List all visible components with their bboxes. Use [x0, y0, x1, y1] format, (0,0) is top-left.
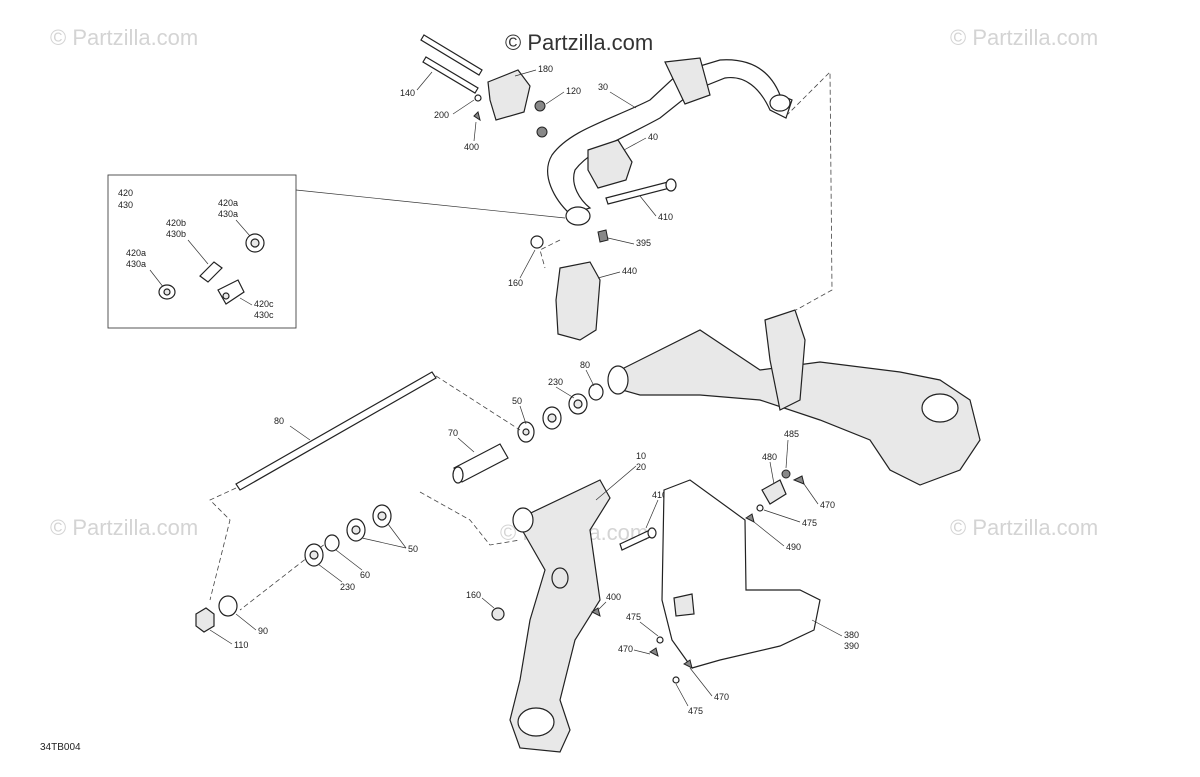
callout-440: 440 — [622, 266, 637, 276]
nut-160-lower-icon — [491, 607, 505, 621]
bearing-stack-lower-icon — [304, 504, 392, 567]
nut-160-icon — [530, 235, 544, 249]
assembly-line-lower — [419, 491, 521, 546]
callout-430a-2: 430a — [126, 259, 146, 269]
stabilizer-bar-30-icon — [547, 57, 793, 226]
callout-430a: 430a — [218, 209, 238, 219]
callout-40: 40 — [648, 132, 658, 142]
nut-110-icon — [195, 607, 215, 633]
callout-485: 485 — [784, 429, 799, 439]
assembly-line-shaft-upper — [435, 375, 521, 431]
callout-30: 30 — [598, 82, 608, 92]
callout-420c: 420c — [254, 299, 274, 309]
callout-230-lower: 230 — [340, 582, 355, 592]
bolt-410-icon — [605, 178, 677, 205]
screw-470-lower-icon — [649, 647, 693, 669]
callout-110: 110 — [234, 640, 248, 650]
callout-420b: 420b — [166, 218, 186, 228]
detail-inset-box: 420 430 420a 430a 420b 430b 420a 430a 42… — [107, 174, 566, 329]
assembly-line-shaft-left — [209, 487, 237, 601]
stud-490-icon — [745, 513, 755, 523]
callout-200: 200 — [434, 110, 449, 120]
screw-470-icon — [792, 475, 805, 485]
callout-410-lower: 410 — [652, 490, 667, 500]
callout-430c: 430c — [254, 310, 274, 320]
callout-50-upper: 50 — [512, 396, 522, 406]
upper-suspension-arm-icon — [607, 309, 981, 486]
nut-485-icon — [781, 469, 791, 479]
callout-475-top: 475 — [802, 518, 817, 528]
assembly-line-bar-to-link — [785, 71, 833, 311]
sleeve-420b-430b-icon — [199, 261, 223, 283]
nut-120-icon — [534, 100, 548, 138]
callout-80-upper: 80 — [580, 360, 590, 370]
watermark-mid-left: © Partzilla.com — [50, 515, 198, 540]
callout-60: 60 — [360, 570, 370, 580]
bearing-stack-upper-icon — [517, 383, 604, 443]
bolt-410-lower-icon — [619, 527, 657, 551]
callout-80-shaft: 80 — [274, 416, 284, 426]
watermark-top-right: © Partzilla.com — [950, 25, 1098, 50]
callout-120: 120 — [566, 86, 581, 96]
watermark-mid-right: © Partzilla.com — [950, 515, 1098, 540]
callout-470-top: 470 — [820, 500, 835, 510]
callout-380: 380 — [844, 630, 859, 640]
clamp-180-icon — [487, 69, 531, 121]
callout-395: 395 — [636, 238, 651, 248]
washer-475-lower-icon — [656, 636, 680, 684]
link-440-icon — [555, 261, 601, 341]
diagram-code: 34TB004 — [40, 742, 81, 753]
spacer-tube-70-icon — [452, 443, 509, 484]
shaft-80-icon — [235, 371, 437, 491]
callout-90: 90 — [258, 626, 268, 636]
callout-20: 20 — [636, 462, 646, 472]
callout-420a: 420a — [218, 198, 238, 208]
bushing-40-icon — [587, 139, 633, 189]
skid-plate-380-390-icon — [661, 479, 821, 669]
washer-475-icon — [756, 504, 764, 512]
callout-160-top: 160 — [508, 278, 523, 288]
callout-490: 490 — [786, 542, 801, 552]
callout-70: 70 — [448, 428, 458, 438]
watermark-top-left: © Partzilla.com — [50, 25, 198, 50]
callout-10: 10 — [636, 451, 646, 461]
callout-410-top: 410 — [658, 212, 673, 222]
callout-400-top: 400 — [464, 142, 479, 152]
lower-swing-arm-icon — [509, 479, 611, 753]
washer-200-icon — [473, 94, 482, 122]
callout-230-upper: 230 — [548, 377, 563, 387]
bracket-420c-430c-icon — [217, 279, 245, 305]
callout-420a-2: 420a — [126, 248, 146, 258]
callout-480: 480 — [762, 452, 777, 462]
callout-470-lower: 470 — [714, 692, 729, 702]
assembly-line-nut — [539, 239, 561, 269]
bushing-420a-lower-icon — [158, 284, 176, 300]
nut-395-icon — [597, 229, 609, 243]
callout-140: 140 — [400, 88, 415, 98]
bolt-140-icon — [420, 34, 483, 94]
callout-160-lower: 160 — [466, 590, 481, 600]
callout-420: 420 — [118, 188, 133, 198]
callout-430: 430 — [118, 200, 133, 210]
callout-430b: 430b — [166, 229, 186, 239]
watermark-main: © Partzilla.com — [505, 30, 653, 55]
callout-400-lower: 400 — [606, 592, 621, 602]
callout-475-lower: 475 — [688, 706, 703, 716]
callout-180: 180 — [538, 64, 553, 74]
callout-470-mid: 470 — [618, 644, 633, 654]
bushing-420a-430a-icon — [245, 233, 265, 253]
callout-390: 390 — [844, 641, 859, 651]
washer-90-icon — [218, 595, 238, 617]
callout-475-mid: 475 — [626, 612, 641, 622]
callout-50-lower: 50 — [408, 544, 418, 554]
